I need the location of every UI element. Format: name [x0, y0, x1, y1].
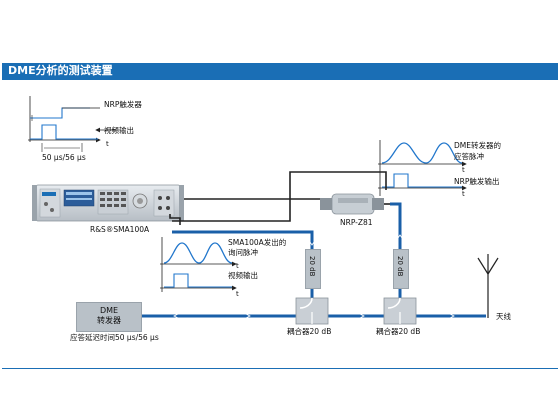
label-coupler-1: 耦合器20 dB — [287, 327, 332, 336]
waveform-top-right — [378, 140, 467, 196]
label-generator: R&S®SMA100A — [90, 225, 150, 234]
black-cables — [169, 171, 390, 225]
label-reply-pulse: 应答脉冲 — [454, 152, 484, 161]
cable-arrows — [173, 234, 455, 319]
label-video-out-2: 视频输出 — [228, 271, 258, 280]
label-sma-interrogation-1: SMA100A发出的 — [228, 238, 287, 247]
label-nrp-trigger: NRP触发器 — [104, 100, 142, 109]
dme-box-line2: 转发器 — [97, 316, 121, 325]
dme-transponder-box: DME 转发器 — [76, 302, 142, 332]
label-dme-reply: DME转发器的 — [454, 141, 501, 150]
label-coupler-2: 耦合器20 dB — [376, 327, 421, 336]
dme-box-line1: DME — [99, 306, 119, 315]
label-antenna: 天线 — [496, 312, 511, 321]
diagram-title: DME分析的测试装置 — [2, 63, 558, 78]
title-underline — [2, 78, 558, 80]
label-time-interval: 50 µs/56 µs — [42, 153, 86, 162]
bottom-border — [2, 368, 558, 369]
attenuator-1: 20 dB — [305, 249, 321, 289]
signal-generator — [32, 184, 184, 222]
label-nrp-trigger-out: NRP触发输出 — [454, 177, 500, 186]
blue-cables — [142, 202, 486, 318]
antenna-icon — [477, 254, 499, 318]
power-sensor — [320, 193, 384, 215]
label-t-3: t — [462, 190, 465, 198]
label-t-2: t — [462, 166, 465, 174]
label-reply-delay: 应答延迟时间50 µs/56 µs — [70, 333, 159, 342]
coupler-1 — [295, 297, 329, 325]
waveform-top-left — [28, 96, 101, 152]
label-t-5: t — [236, 290, 239, 298]
label-video-out-1: 视频输出 — [104, 126, 134, 135]
label-t-4: t — [236, 262, 239, 270]
attenuator-2: 20 dB — [393, 249, 409, 289]
attenuator-1-label: 20 dB — [308, 256, 316, 277]
label-sma-interrogation-2: 询问脉冲 — [228, 248, 258, 257]
label-sensor: NRP-Z81 — [340, 218, 373, 227]
black-arrows — [62, 107, 118, 133]
waveform-middle — [160, 237, 237, 292]
label-t-1: t — [106, 140, 109, 148]
coupler-2 — [383, 297, 417, 325]
attenuator-2-label: 20 dB — [396, 256, 404, 277]
